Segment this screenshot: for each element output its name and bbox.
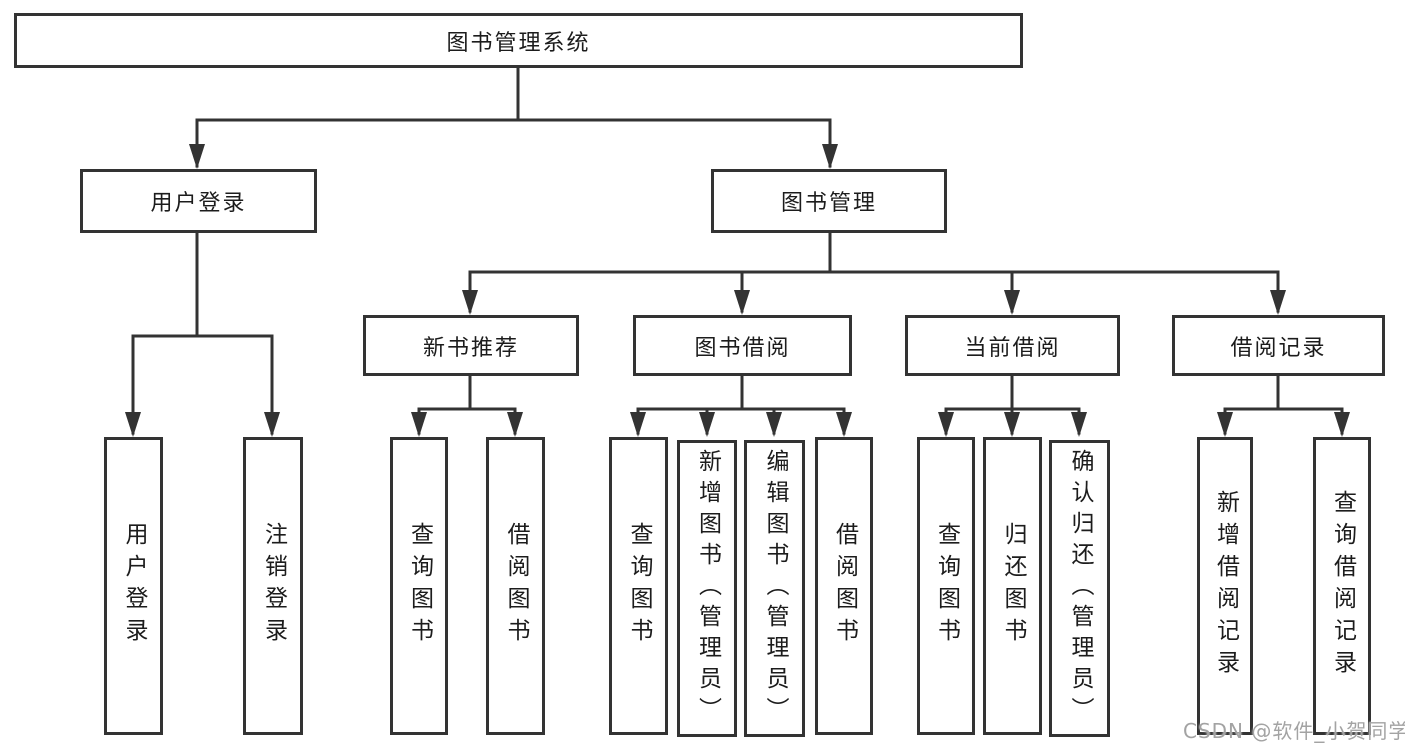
leaf-user-login: 用户登录 — [104, 437, 163, 735]
leaf-add-borrow-record: 新增借阅记录 — [1197, 437, 1253, 735]
leaf-return-book: 归还图书 — [983, 437, 1042, 735]
connector-book-borrow — [636, 374, 846, 435]
node-root: 图书管理系统 — [14, 13, 1023, 68]
leaf-query-books-recommend: 查询图书 — [390, 437, 448, 735]
node-new-book-recommend: 新书推荐 — [363, 315, 579, 376]
node-book-management: 图书管理 — [711, 169, 947, 233]
leaf-query-books-borrow: 查询图书 — [609, 437, 668, 735]
connector-book-management — [468, 231, 1280, 313]
connector-user-login — [131, 231, 274, 435]
connector-new-book — [417, 374, 517, 435]
node-borrow-records: 借阅记录 — [1172, 315, 1385, 376]
csdn-watermark: CSDN @软件_小贺同学 — [1183, 719, 1405, 743]
node-user-login: 用户登录 — [80, 169, 317, 233]
leaf-confirm-return-admin: 确认归还（管理员） — [1049, 440, 1110, 737]
leaf-edit-book-admin: 编辑图书（管理员） — [744, 440, 805, 737]
node-book-borrow: 图书借阅 — [633, 315, 852, 376]
leaf-borrow-books-borrow: 借阅图书 — [815, 437, 873, 735]
leaf-borrow-books-recommend: 借阅图书 — [486, 437, 545, 735]
connector-current-borrow — [944, 374, 1081, 435]
leaf-logout: 注销登录 — [243, 437, 303, 735]
node-current-borrow: 当前借阅 — [905, 315, 1120, 376]
leaf-query-books-current: 查询图书 — [917, 437, 975, 735]
connector-root — [195, 66, 832, 168]
leaf-add-book-admin: 新增图书（管理员） — [677, 440, 737, 737]
connector-borrow-records — [1223, 374, 1344, 435]
leaf-query-borrow-record: 查询借阅记录 — [1313, 437, 1371, 735]
